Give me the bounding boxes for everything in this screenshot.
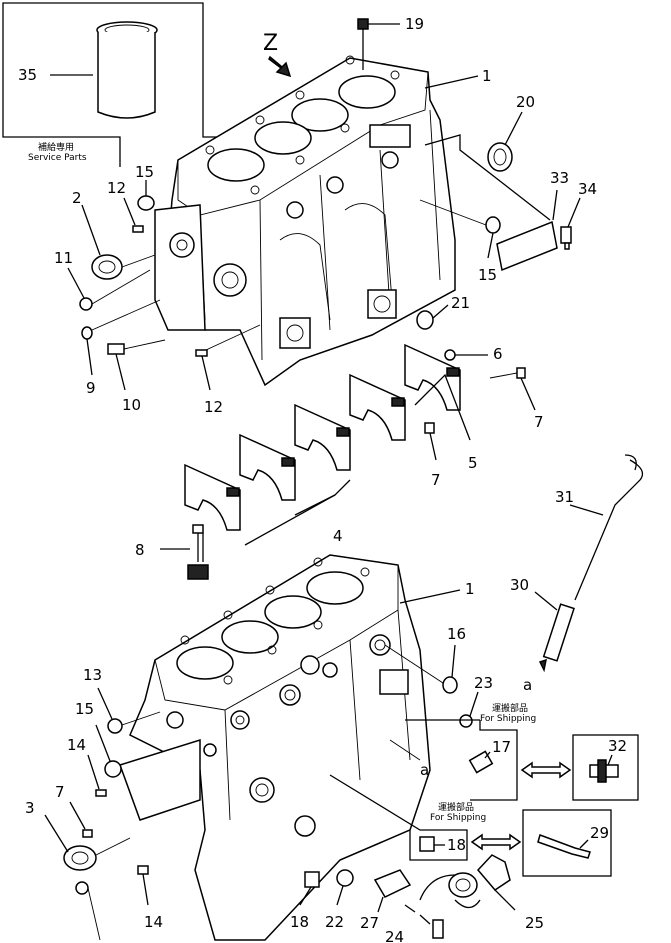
callout-12b: 12 bbox=[204, 398, 223, 416]
part-7b-pin bbox=[424, 422, 437, 461]
callout-7a: 7 bbox=[534, 413, 544, 431]
callout-7b: 7 bbox=[431, 471, 441, 489]
part-11-plug bbox=[67, 267, 151, 311]
callout-34: 34 bbox=[578, 180, 597, 198]
callout-35: 35 bbox=[18, 66, 37, 84]
callout-21: 21 bbox=[451, 294, 470, 312]
callout-6: 6 bbox=[493, 345, 503, 363]
part-12a-pin bbox=[123, 197, 144, 233]
cylinder-block-lower bbox=[119, 554, 431, 941]
callout-10: 10 bbox=[122, 396, 141, 414]
part-15c-plug bbox=[95, 724, 122, 778]
service-parts-en: Service Parts bbox=[28, 153, 87, 163]
double-arrow-2 bbox=[470, 833, 522, 851]
part-32-box bbox=[572, 734, 639, 801]
part-8-bolt bbox=[160, 524, 209, 580]
double-arrow-1 bbox=[520, 761, 572, 779]
part-33-cover bbox=[496, 189, 558, 272]
part-2-seal bbox=[81, 204, 156, 280]
part-24-bolt bbox=[404, 904, 444, 939]
shipping-box-17 bbox=[405, 719, 518, 801]
part-15b-plug bbox=[419, 199, 501, 259]
shipping-1-en: For Shipping bbox=[480, 714, 536, 724]
callout-24: 24 bbox=[385, 928, 404, 943]
callout-7c: 7 bbox=[55, 783, 65, 801]
callout-19: 19 bbox=[405, 15, 424, 33]
shipping-box-18 bbox=[329, 774, 468, 861]
callout-15b: 15 bbox=[478, 266, 497, 284]
callout-2: 2 bbox=[72, 189, 82, 207]
part-15a-plug bbox=[137, 180, 155, 211]
part-13-plug bbox=[97, 687, 161, 734]
part-30-gauge-guide bbox=[534, 591, 575, 673]
part-18b-plug bbox=[299, 871, 320, 906]
cylinder-block-upper bbox=[154, 55, 456, 387]
cylinder-liner-35 bbox=[50, 21, 158, 119]
part-16-plug bbox=[384, 644, 458, 694]
callout-9: 9 bbox=[86, 379, 96, 397]
main-bearing-caps bbox=[184, 343, 461, 531]
callout-30: 30 bbox=[510, 576, 529, 594]
callout-4: 4 bbox=[333, 527, 343, 545]
callout-31: 31 bbox=[555, 488, 574, 506]
callout-25: 25 bbox=[525, 914, 544, 932]
part-31-dipstick bbox=[569, 454, 644, 601]
ref-a-bottom: a bbox=[420, 761, 429, 779]
part-29-box bbox=[522, 809, 612, 877]
callout-18b: 18 bbox=[290, 913, 309, 931]
view-z-label: Z bbox=[263, 31, 278, 56]
callout-15a: 15 bbox=[135, 163, 154, 181]
callout-33: 33 bbox=[550, 169, 569, 187]
part-23-plug bbox=[459, 691, 479, 728]
callout-14b: 14 bbox=[144, 913, 163, 931]
callout-16: 16 bbox=[447, 625, 466, 643]
part-10-bolt bbox=[107, 339, 166, 391]
callout-20: 20 bbox=[516, 93, 535, 111]
shipping-2-en: For Shipping bbox=[430, 813, 486, 823]
part-7c-pin bbox=[69, 801, 93, 838]
part-22-plug bbox=[336, 869, 354, 906]
part-6-plug bbox=[444, 349, 488, 361]
part-9-plug bbox=[81, 299, 161, 376]
part-14b-pin bbox=[137, 865, 149, 906]
callout-29: 29 bbox=[590, 824, 609, 842]
callout-11: 11 bbox=[54, 249, 73, 267]
callout-32: 32 bbox=[608, 737, 627, 755]
callout-14a: 14 bbox=[67, 736, 86, 754]
shipping-1-jp: 運搬部品 bbox=[492, 702, 528, 714]
view-z-arrow bbox=[268, 55, 292, 78]
callout-15c: 15 bbox=[75, 700, 94, 718]
callout-5: 5 bbox=[468, 454, 478, 472]
part-21-plug bbox=[416, 304, 449, 330]
part-25-filter bbox=[419, 854, 516, 911]
part-19-plug bbox=[357, 18, 400, 70]
callout-22: 22 bbox=[325, 913, 344, 931]
service-parts-box: 35 補給専用 Service Parts bbox=[2, 2, 241, 167]
part-14a-pin bbox=[87, 754, 107, 797]
part-12b-pin bbox=[195, 324, 261, 391]
callout-1b: 1 bbox=[465, 580, 475, 598]
callout-8: 8 bbox=[135, 541, 145, 559]
part-34-bolt bbox=[560, 197, 581, 250]
ref-a-top: a bbox=[523, 676, 532, 694]
shipping-2-jp: 運搬部品 bbox=[438, 801, 474, 813]
part-plug-bottom-left bbox=[75, 881, 89, 895]
part-3-seal bbox=[44, 814, 131, 871]
callout-18a: 18 bbox=[447, 836, 466, 854]
callout-23: 23 bbox=[474, 674, 493, 692]
callout-17: 17 bbox=[492, 738, 511, 756]
part-7a-pin bbox=[489, 367, 536, 411]
service-parts-jp: 補給専用 bbox=[38, 141, 74, 153]
part-20-seal bbox=[487, 111, 523, 172]
callout-12a: 12 bbox=[107, 179, 126, 197]
callout-27: 27 bbox=[360, 914, 379, 932]
callout-3: 3 bbox=[25, 799, 35, 817]
part-27-gasket bbox=[373, 869, 412, 913]
callout-13: 13 bbox=[83, 666, 102, 684]
callout-1a: 1 bbox=[482, 67, 492, 85]
